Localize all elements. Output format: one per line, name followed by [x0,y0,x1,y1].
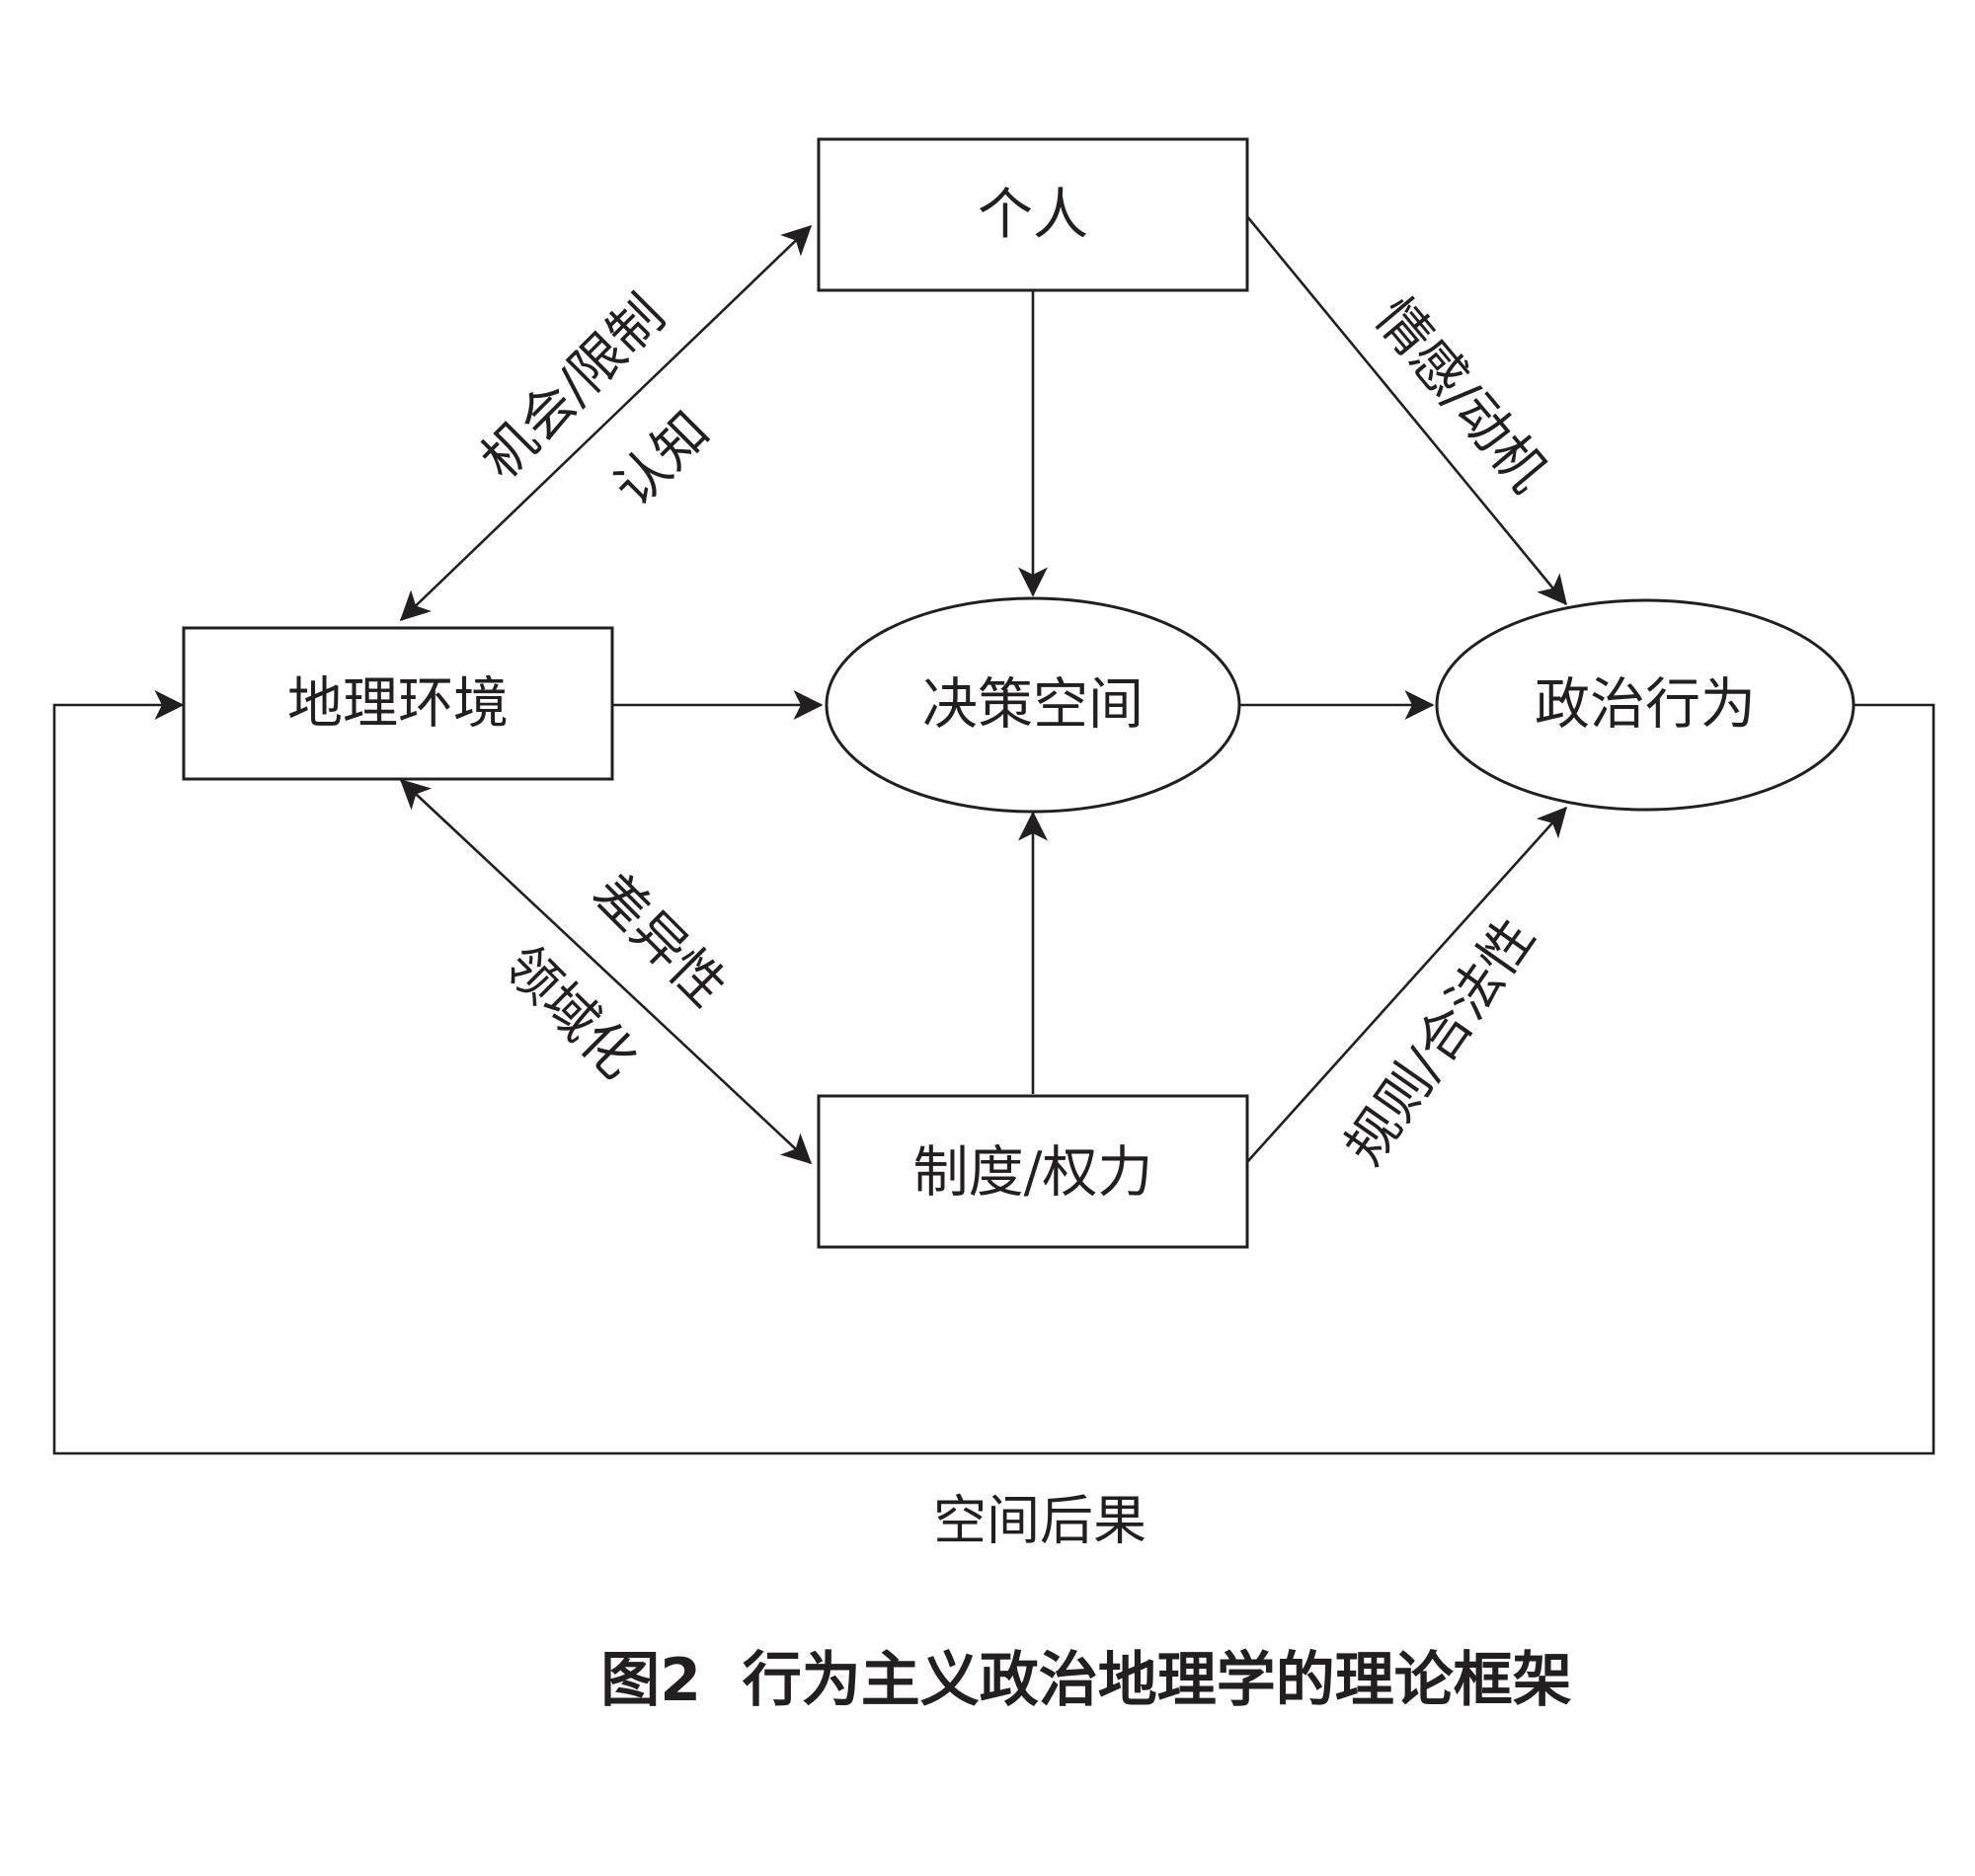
edge-individual-geo [399,224,813,622]
node-political-behavior: 政治行为 [1435,598,1856,812]
node-political-behavior-label: 政治行为 [1535,673,1756,738]
figure-caption: 图2 行为主义政治地理学的理论框架 [600,1646,1572,1715]
edge-geo-institution [399,778,813,1165]
node-political-behavior-ellipse [1435,598,1856,812]
node-institution-power-box [817,1094,1249,1249]
label-difference: 差异性 [581,861,738,1018]
node-individual: 个人 [817,137,1249,292]
edge-spatial-consequence-loop [52,690,1936,1455]
edge-institution-political [1245,806,1568,1164]
label-cognition: 认知 [602,400,722,519]
node-geo-environment: 地理环境 [182,626,614,781]
edge-individual-political [1244,214,1568,606]
node-institution-power: 制度/权力 [817,1094,1249,1249]
label-territorialization: 领域化 [492,933,649,1090]
node-geo-environment-box [182,626,614,781]
edges [52,214,1936,1455]
node-individual-label: 个人 [978,184,1088,248]
label-spatial-consequence: 空间后果 [933,1490,1146,1552]
node-institution-power-label: 制度/权力 [913,1141,1153,1206]
node-decision-space-label: 决策空间 [922,673,1144,738]
node-decision-space-ellipse [825,596,1241,814]
node-geo-environment-label: 地理环境 [287,672,509,737]
node-decision-space: 决策空间 [825,596,1241,814]
node-individual-box [817,137,1249,292]
